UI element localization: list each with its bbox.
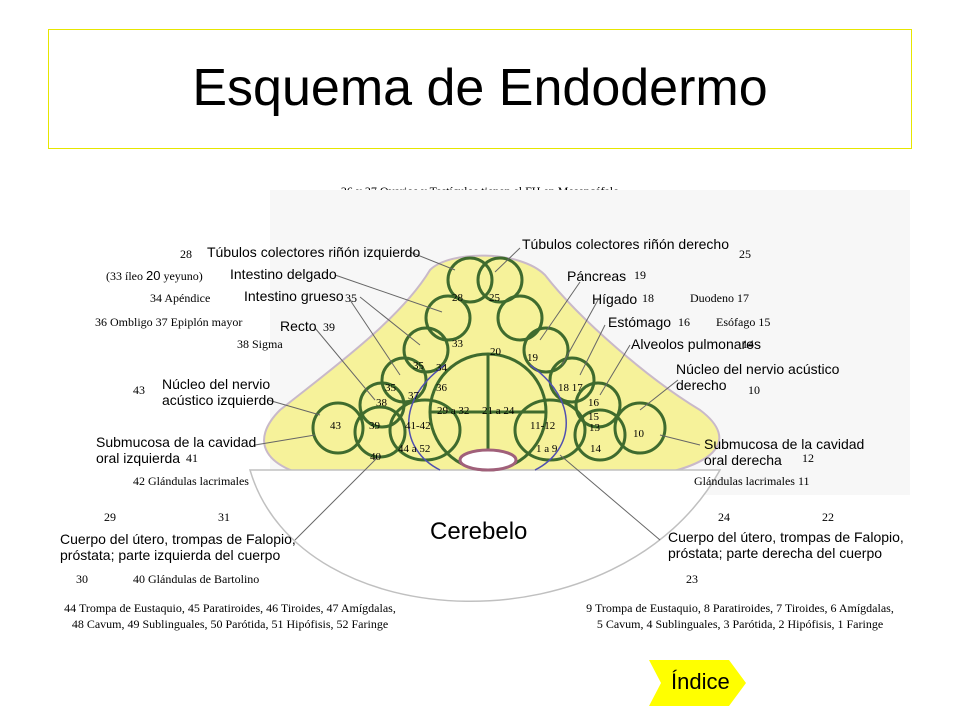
side-14: 14 [742, 337, 754, 351]
side-glandulas-izq: 42 Glándulas lacrimales [133, 474, 249, 488]
fourth-ventricle [458, 448, 518, 472]
arrow-shape-icon [649, 660, 746, 706]
ileo-number: 20 [146, 268, 161, 283]
label-nucleo-izq-2: acústico izquierdo [162, 392, 275, 408]
inner-40: 40 [370, 451, 381, 463]
side-39: 39 [323, 320, 335, 334]
inner-1112: 11-12 [530, 420, 556, 432]
side-31: 31 [218, 510, 230, 524]
label-cerebelo: Cerebelo [430, 518, 528, 545]
inner-13: 13 [589, 422, 600, 434]
inner-10: 10 [633, 428, 644, 440]
inner-14: 14 [590, 443, 601, 455]
inner-1817: 18 17 [558, 382, 583, 394]
side-35: 35 [345, 291, 357, 305]
ring-group [311, 256, 667, 472]
label-higado: Hígado [592, 291, 638, 307]
label-tubulos-der: Túbulos colectores riñón derecho [522, 236, 730, 252]
inner-44a52: 44 a 52 [398, 443, 431, 455]
label-utero-der-1: Cuerpo del útero, trompas de Falopio, [668, 529, 904, 545]
label-utero-izq-1: Cuerpo del útero, trompas de Falopio, [60, 531, 296, 547]
inner-39: 39 [369, 420, 380, 432]
bottom-left-line-1: 44 Trompa de Eustaquio, 45 Paratiroides,… [64, 601, 396, 615]
label-submucosa-der-2: oral derecha [704, 452, 782, 468]
inner-38: 38 [376, 397, 387, 409]
bottom-left-notes: 44 Trompa de Eustaquio, 45 Paratiroides,… [20, 600, 440, 632]
label-nucleo-izq-1: Núcleo del nervio [162, 376, 271, 392]
label-utero-der-2: próstata; parte derecha del cuerpo [668, 545, 883, 561]
label-nucleo-der-1: Núcleo del nervio acústico [676, 361, 840, 377]
label-submucosa-der-1: Submucosa de la cavidad [704, 436, 865, 452]
index-button[interactable]: Índice [647, 660, 747, 706]
inner-15: 15 [588, 411, 599, 423]
bottom-left-line-2: 48 Cavum, 49 Sublinguales, 50 Parótida, … [71, 617, 389, 631]
side-41: 41 [186, 451, 198, 465]
inner-21a24: 21 a 24 [482, 405, 515, 417]
label-nucleo-der-2: derecho [676, 377, 727, 393]
side-12: 12 [802, 451, 814, 465]
side-43: 43 [133, 383, 145, 397]
side-19: 19 [634, 268, 646, 282]
side-sigma: 38 Sigma [237, 337, 283, 351]
inner-33: 33 [452, 338, 463, 350]
ileo-suffix: yeyuno) [163, 269, 203, 283]
ileo-prefix: (33 íleo [106, 269, 143, 283]
inner-20: 20 [490, 346, 501, 358]
title-box: Esquema de Endodermo [48, 29, 912, 149]
page-title: Esquema de Endodermo [192, 59, 768, 117]
side-29: 29 [104, 510, 116, 524]
label-submucosa-izq-2: oral izquierda [96, 450, 181, 466]
label-estomago: Estómago [608, 314, 672, 330]
inner-36: 36 [436, 382, 447, 394]
inner-16: 16 [588, 397, 599, 409]
label-intestino-grueso: Intestino grueso [244, 288, 344, 304]
side-ombligo: 36 Ombligo 37 Epiplón mayor [95, 315, 243, 329]
bottom-right-line-1: 9 Trompa de Eustaquio, 8 Paratiroides, 7… [586, 601, 894, 615]
label-utero-izq-2: próstata; parte izquierda del cuerpo [60, 547, 281, 563]
inner-19: 19 [527, 352, 538, 364]
side-16: 16 [678, 315, 690, 329]
inner-1a9: 1 a 9 [536, 443, 558, 455]
label-submucosa-izq-1: Submucosa de la cavidad [96, 434, 257, 450]
label-alveolos: Alveolos pulmonares [631, 336, 761, 352]
side-glandulas-der: Glándulas lacrimales 11 [694, 474, 810, 488]
side-duodeno: Duodeno 17 [690, 291, 749, 305]
label-ileo: (33 íleo 20 yeyuno) [106, 268, 203, 284]
inner-35a: 35 [413, 360, 424, 372]
side-24: 24 [718, 510, 730, 524]
side-30: 30 [76, 572, 88, 586]
bottom-right-notes: 9 Trompa de Eustaquio, 8 Paratiroides, 7… [530, 600, 950, 632]
inner-28: 28 [452, 292, 463, 304]
inner-29a32: 29 a 32 [437, 405, 470, 417]
bottom-right-line-2: 5 Cavum, 4 Sublinguales, 3 Parótida, 2 H… [596, 617, 884, 631]
side-10: 10 [748, 383, 760, 397]
pointer-lines [254, 247, 701, 541]
label-recto: Recto [280, 318, 317, 334]
inner-37: 37 [408, 390, 419, 402]
side-esofago: Esófago 15 [716, 315, 771, 329]
cerebellum-area [248, 469, 722, 602]
label-intestino-delgado: Intestino delgado [230, 266, 337, 282]
label-pancreas: Páncreas [567, 268, 627, 284]
inner-4142: 41-42 [405, 420, 431, 432]
inner-35b: 35 [385, 382, 396, 394]
inner-34: 34 [436, 362, 447, 374]
side-18: 18 [642, 291, 654, 305]
side-apendice: 34 Apéndice [150, 291, 211, 305]
side-bartolino: 40 Glándulas de Bartolino [133, 572, 260, 586]
side-28: 28 [180, 247, 192, 261]
side-25: 25 [739, 247, 751, 261]
side-23: 23 [686, 572, 698, 586]
inner-43: 43 [330, 420, 341, 432]
index-button-label: Índice [671, 669, 730, 694]
arrow-group [408, 364, 567, 471]
side-22: 22 [822, 510, 834, 524]
label-tubulos-izq: Túbulos colectores riñón izquierdo [207, 244, 421, 260]
inner-25: 25 [489, 292, 500, 304]
